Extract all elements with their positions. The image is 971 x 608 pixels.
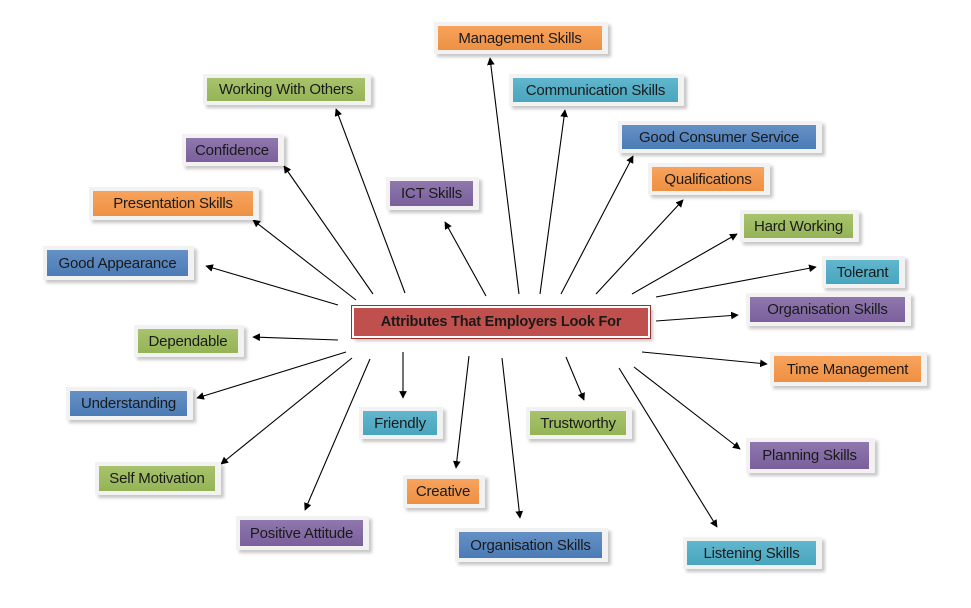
attribute-label: Trustworthy — [540, 414, 616, 432]
arrow-to-ict-skills — [444, 221, 487, 297]
attribute-label: Tolerant — [836, 263, 889, 281]
arrow-to-confidence — [283, 165, 374, 295]
attribute-label: Understanding — [81, 395, 176, 412]
arrow-to-tolerant — [655, 264, 817, 298]
attribute-label: Time Management — [786, 360, 909, 378]
arrow-to-communication-skills — [539, 109, 568, 295]
arrow-to-presentation-skills — [252, 219, 357, 301]
attribute-label: Communication Skills — [525, 81, 666, 99]
arrow-to-dependable — [252, 333, 339, 342]
attribute-label: Good Appearance — [58, 254, 177, 272]
attribute-label: Working With Others — [218, 81, 354, 98]
arrow-to-time-management — [641, 351, 768, 368]
attribute-organisation-skills-right: Organisation Skills — [746, 293, 911, 326]
arrow-to-organisation-skills-bottom — [501, 357, 524, 519]
attribute-self-motivation: Self Motivation — [95, 462, 221, 495]
arrow-to-working-with-others — [334, 108, 406, 294]
attribute-planning-skills: Planning Skills — [746, 438, 875, 473]
arrow-to-qualifications — [595, 199, 684, 295]
attribute-management-skills: Management Skills — [434, 22, 608, 54]
attribute-understanding: Understanding — [66, 387, 193, 420]
attribute-label: Presentation Skills — [113, 195, 233, 212]
central-topic-label: Attributes That Employers Look For — [380, 314, 622, 330]
attribute-good-consumer-service: Good Consumer Service — [618, 121, 822, 153]
attribute-label: Friendly — [374, 414, 426, 432]
attribute-label: Good Consumer Service — [638, 128, 800, 146]
attribute-qualifications: Qualifications — [648, 163, 770, 195]
attribute-label: Listening Skills — [703, 544, 800, 562]
attribute-working-with-others: Working With Others — [203, 74, 371, 105]
attribute-label: Management Skills — [458, 29, 582, 47]
attribute-label: Confidence — [195, 141, 269, 159]
attribute-label: Organisation Skills — [470, 536, 591, 554]
attribute-confidence: Confidence — [182, 134, 284, 166]
attribute-label: ICT Skills — [400, 185, 463, 202]
attribute-trustworthy: Trustworthy — [526, 407, 632, 439]
attribute-hard-working: Hard Working — [740, 210, 859, 242]
arrow-to-self-motivation — [220, 357, 353, 465]
attribute-listening-skills: Listening Skills — [683, 537, 822, 569]
attribute-dependable: Dependable — [134, 325, 244, 357]
attribute-ict-skills: ICT Skills — [386, 177, 479, 210]
arrow-to-good-appearance — [205, 264, 339, 306]
arrow-to-organisation-skills-right — [655, 311, 739, 322]
attribute-label: Qualifications — [664, 170, 752, 188]
arrow-to-positive-attitude — [304, 358, 371, 511]
attribute-tolerant: Tolerant — [822, 256, 905, 288]
attribute-presentation-skills: Presentation Skills — [89, 187, 259, 220]
attribute-creative: Creative — [403, 475, 485, 508]
attribute-positive-attitude: Positive Attitude — [236, 516, 369, 550]
arrow-to-listening-skills — [618, 367, 718, 528]
arrow-to-planning-skills — [633, 366, 741, 450]
arrow-to-creative — [452, 355, 470, 469]
attribute-good-appearance: Good Appearance — [43, 246, 194, 280]
attribute-organisation-skills-bottom: Organisation Skills — [455, 528, 608, 562]
attribute-label: Self Motivation — [109, 470, 205, 487]
attribute-label: Organisation Skills — [767, 301, 888, 318]
arrow-to-management-skills — [487, 57, 520, 295]
arrow-to-good-consumer-service — [560, 155, 634, 295]
attribute-label: Hard Working — [753, 217, 844, 235]
attribute-time-management: Time Management — [770, 352, 927, 386]
central-topic-box: Attributes That Employers Look For — [351, 305, 651, 339]
attribute-friendly: Friendly — [359, 407, 443, 439]
attribute-label: Planning Skills — [762, 447, 857, 464]
arrow-to-trustworthy — [565, 356, 585, 401]
arrow-to-hard-working — [631, 233, 738, 295]
attribute-label: Creative — [415, 483, 471, 500]
attribute-label: Dependable — [148, 332, 228, 350]
attribute-label: Positive Attitude — [249, 524, 354, 542]
attribute-communication-skills: Communication Skills — [509, 74, 684, 106]
arrow-to-understanding — [196, 351, 347, 400]
